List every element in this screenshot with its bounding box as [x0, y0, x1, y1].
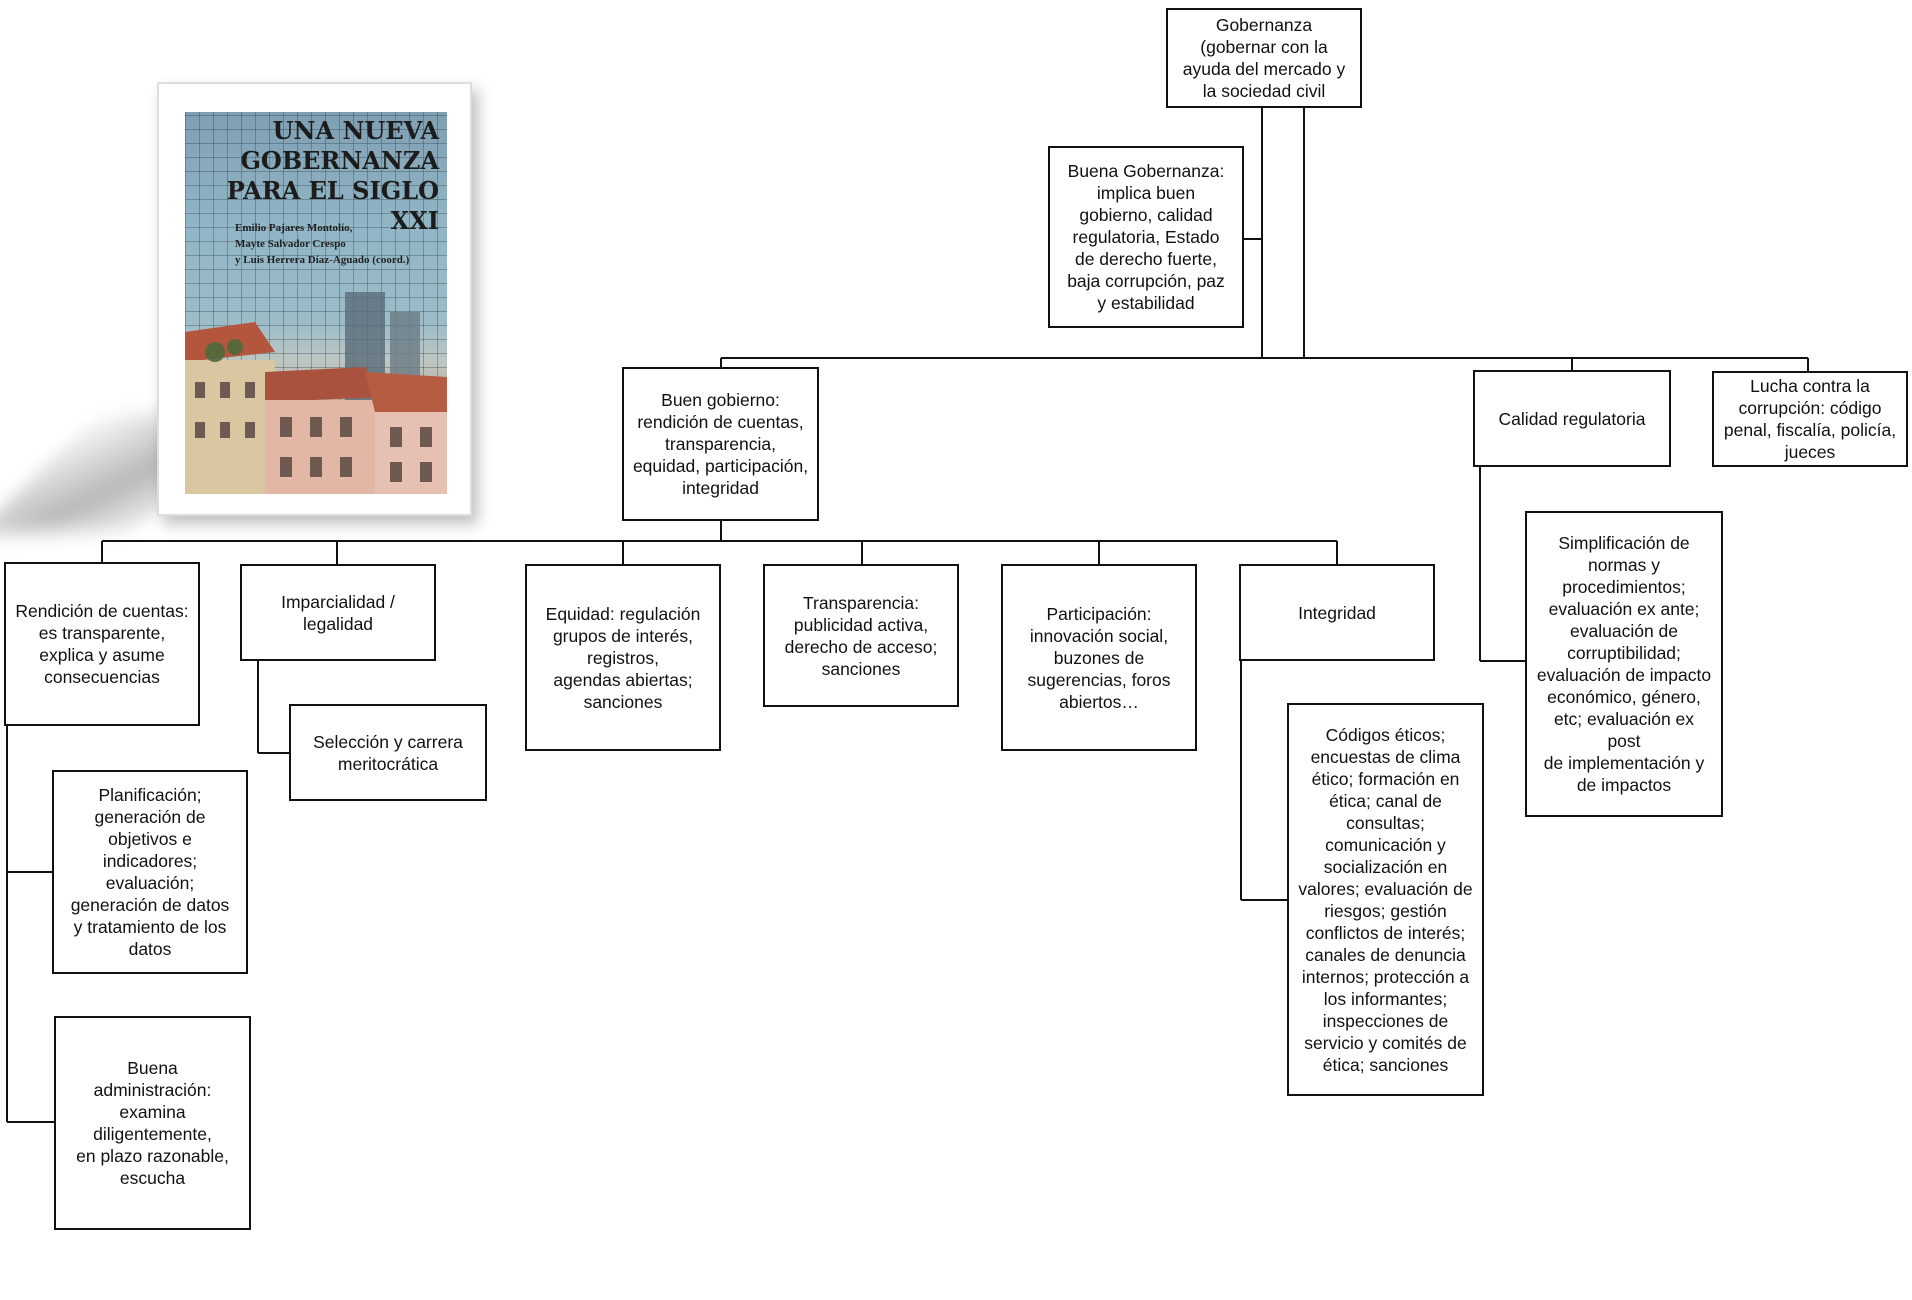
book-title-line-1: UNA NUEVA — [272, 116, 439, 145]
node-buena-gobernanza-text: Buena Gobernanza: implica buen gobierno,… — [1067, 161, 1225, 313]
node-participacion-text: Participación: innovación social, buzone… — [1027, 603, 1171, 712]
book-author-line-2: Mayte Salvador Crespo — [235, 238, 346, 250]
node-integridad: Integridad — [1239, 564, 1435, 661]
node-rendicion-cuentas-text: Rendición de cuentas: es transparente, e… — [15, 601, 189, 687]
book-title-line-2: GOBERNANZA — [240, 146, 439, 175]
book-author-line-1: Emilio Pajares Montolío, — [235, 222, 353, 234]
node-imparcialidad: Imparcialidad / legalidad — [240, 564, 436, 661]
node-equidad: Equidad: regulación grupos de interés, r… — [525, 564, 721, 751]
book-author-line-3: y Luis Herrera Díaz-Aguado (coord.) — [235, 254, 410, 266]
node-calidad-regulatoria-text: Calidad regulatoria — [1498, 408, 1646, 429]
node-transparencia: Transparencia: publicidad activa, derech… — [763, 564, 959, 707]
node-imparcialidad-text: Imparcialidad / legalidad — [281, 591, 395, 634]
node-simplificacion: Simplificación de normas y procedimiento… — [1525, 511, 1723, 817]
node-seleccion-carrera: Selección y carrera meritocrática — [289, 704, 487, 801]
node-lucha-corrupcion-text: Lucha contra la corrupción: código penal… — [1723, 376, 1897, 462]
node-integridad-text: Integridad — [1298, 602, 1376, 623]
node-planificacion-text: Planificación; generación de objetivos e… — [70, 785, 230, 959]
node-planificacion: Planificación; generación de objetivos e… — [52, 770, 248, 974]
node-buen-gobierno: Buen gobierno: rendición de cuentas, tra… — [622, 367, 819, 521]
node-simplificacion-text: Simplificación de normas y procedimiento… — [1536, 533, 1712, 795]
node-buen-gobierno-text: Buen gobierno: rendición de cuentas, tra… — [632, 390, 809, 498]
node-codigos-eticos: Códigos éticos; encuestas de clima ético… — [1287, 703, 1484, 1096]
node-rendicion-cuentas: Rendición de cuentas: es transparente, e… — [4, 562, 200, 726]
node-buena-gobernanza: Buena Gobernanza: implica buen gobierno,… — [1048, 146, 1244, 328]
book-cover-photo: UNA NUEVA GOBERNANZA PARA EL SIGLO XXI E… — [185, 112, 447, 494]
node-transparencia-text: Transparencia: publicidad activa, derech… — [784, 592, 938, 679]
buildings-illustration — [185, 292, 447, 494]
node-buena-administracion-text: Buena administración: examina diligentem… — [76, 1058, 229, 1188]
node-gobernanza: Gobernanza (gobernar con la ayuda del me… — [1166, 8, 1362, 108]
book-cover-image: UNA NUEVA GOBERNANZA PARA EL SIGLO XXI E… — [0, 82, 472, 532]
node-calidad-regulatoria: Calidad regulatoria — [1473, 370, 1671, 467]
node-lucha-corrupcion: Lucha contra la corrupción: código penal… — [1712, 371, 1908, 467]
node-equidad-text: Equidad: regulación grupos de interés, r… — [545, 603, 701, 712]
book-frame: UNA NUEVA GOBERNANZA PARA EL SIGLO XXI E… — [157, 82, 472, 516]
book-title-line-3: PARA EL SIGLO XXI — [226, 176, 439, 235]
node-seleccion-carrera-text: Selección y carrera meritocrática — [313, 731, 463, 774]
node-gobernanza-text: Gobernanza (gobernar con la ayuda del me… — [1182, 15, 1346, 101]
node-participacion: Participación: innovación social, buzone… — [1001, 564, 1197, 751]
node-codigos-eticos-text: Códigos éticos; encuestas de clima ético… — [1298, 724, 1473, 1075]
node-buena-administracion: Buena administración: examina diligentem… — [54, 1016, 251, 1230]
